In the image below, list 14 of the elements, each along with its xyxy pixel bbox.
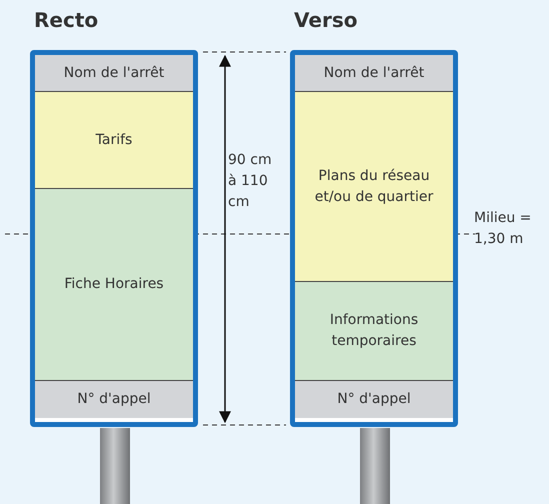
panel-heading: Recto — [34, 8, 98, 32]
sign-section: Nom de l'arrêt — [35, 55, 193, 91]
sign-section: Tarifs — [35, 91, 193, 188]
sign-section: Nom de l'arrêt — [295, 55, 453, 91]
sign-post — [100, 428, 130, 504]
sign-section: N° d'appel — [295, 380, 453, 418]
measurement-label: 90 cm à 110 cm — [228, 151, 273, 212]
sign-post — [360, 428, 390, 504]
panel-heading: Verso — [294, 8, 358, 32]
sign-section: N° d'appel — [35, 380, 193, 418]
sign-section: Informations temporaires — [295, 281, 453, 380]
measurement-label: Milieu = 1,30 m — [474, 209, 532, 249]
sign-section: Fiche Horaires — [35, 188, 193, 380]
sign-section: Plans du réseau et/ou de quartier — [295, 91, 453, 281]
